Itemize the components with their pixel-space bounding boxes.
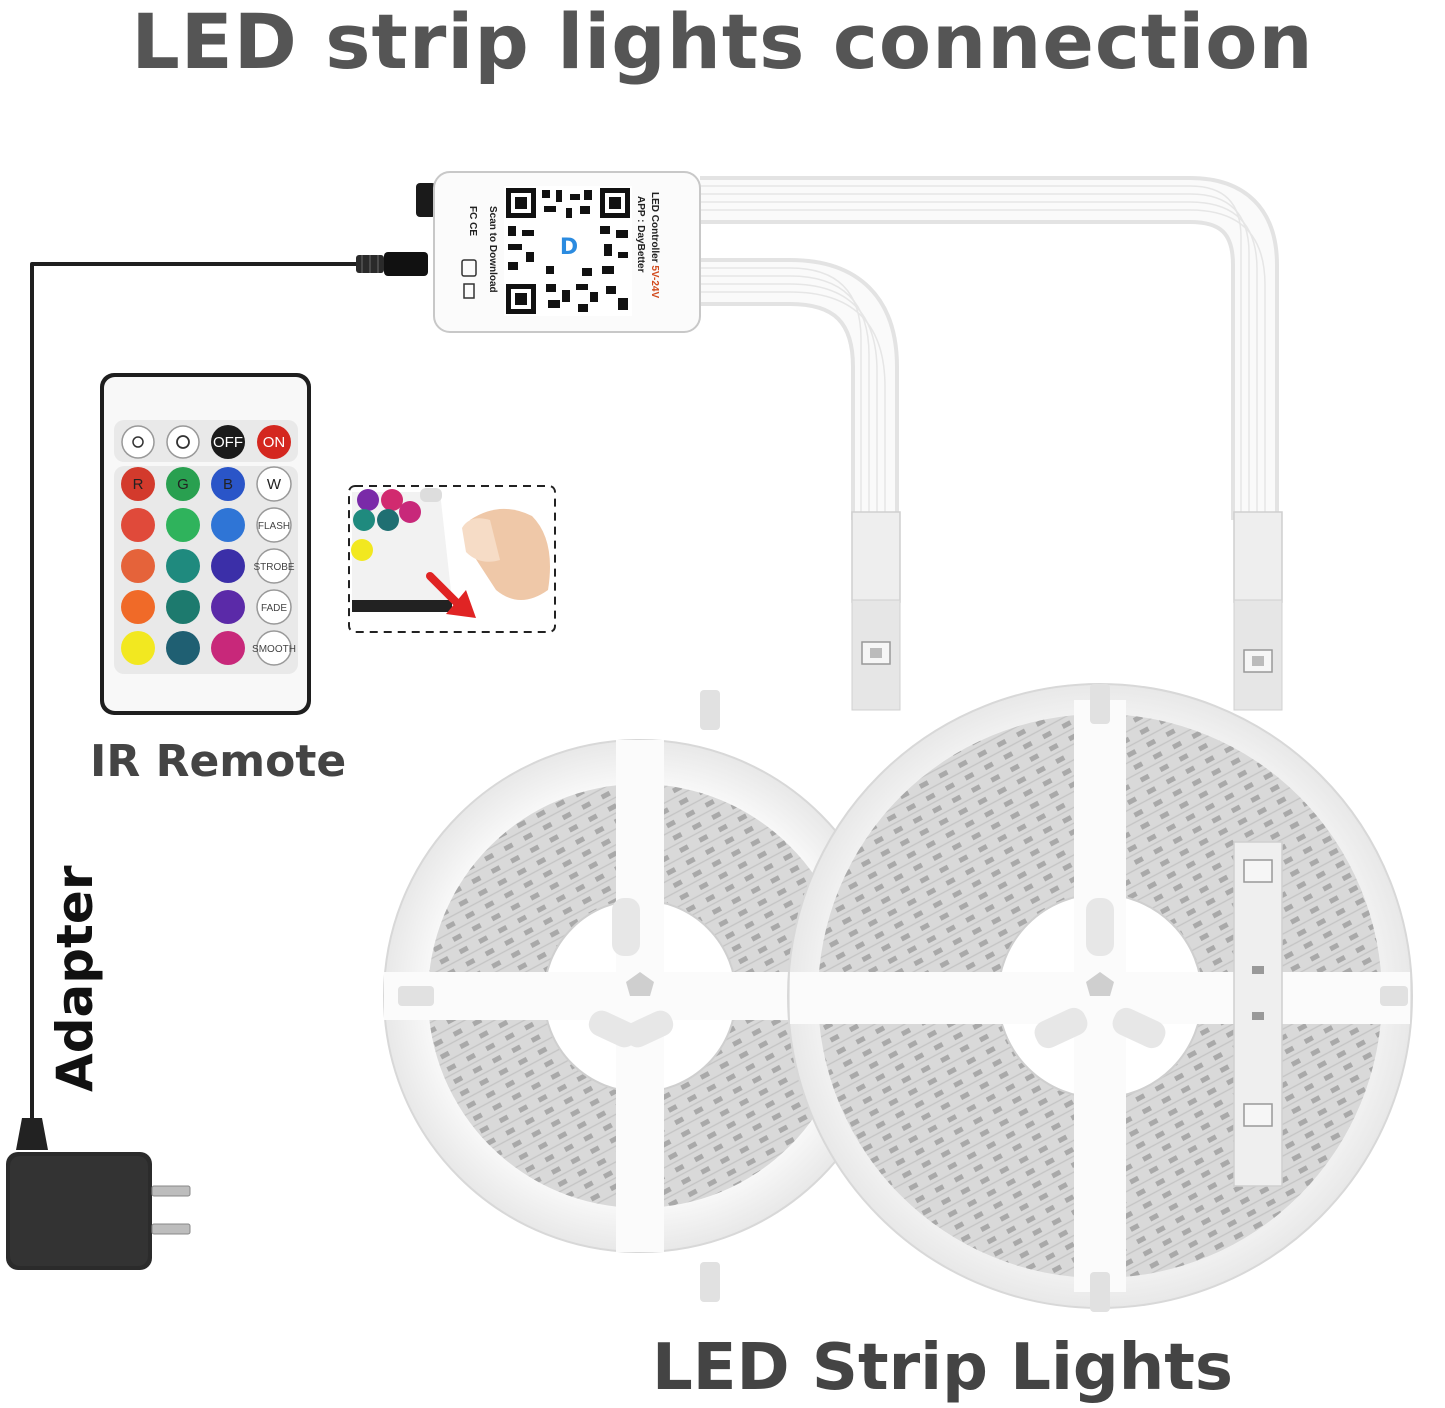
strobe-button-label: STROBE bbox=[253, 562, 294, 573]
battery-tab-inset bbox=[348, 485, 556, 633]
ir-remote: OFF ON R G B W FLASH STROBE FADE SMOOTH bbox=[100, 373, 311, 715]
red-button[interactable] bbox=[121, 467, 155, 501]
dc-plug bbox=[356, 252, 428, 276]
led-controller: D LED Controller 5V-24V APP : DayBetter … bbox=[416, 171, 701, 333]
blue-button[interactable] bbox=[211, 467, 245, 501]
led-strip-lights-label: LED Strip Lights bbox=[652, 1331, 1233, 1405]
ir-remote-label: IR Remote bbox=[90, 736, 346, 787]
color-button[interactable] bbox=[121, 508, 155, 542]
sun-icon bbox=[132, 436, 144, 448]
brightness-down-button[interactable] bbox=[121, 425, 155, 459]
smooth-button[interactable] bbox=[256, 630, 292, 666]
ribbon-cable-right bbox=[700, 176, 1279, 520]
color-button[interactable] bbox=[211, 631, 245, 665]
qr-center-logo: D bbox=[560, 235, 578, 260]
white-button[interactable] bbox=[256, 466, 292, 502]
strip-lead-right bbox=[1233, 511, 1283, 711]
qr-code: D bbox=[504, 186, 632, 316]
power-adapter bbox=[6, 1118, 191, 1270]
off-button[interactable] bbox=[211, 425, 245, 459]
fade-button-label: FADE bbox=[261, 603, 287, 614]
flash-button[interactable] bbox=[256, 507, 292, 543]
color-button[interactable] bbox=[166, 590, 200, 624]
green-button-label: G bbox=[177, 476, 189, 493]
color-button[interactable] bbox=[166, 549, 200, 583]
adapter-label: Adapter bbox=[46, 865, 104, 1092]
ir-receiver bbox=[416, 183, 436, 217]
color-button[interactable] bbox=[121, 590, 155, 624]
white-button-label: W bbox=[267, 476, 282, 493]
strip-lead-left bbox=[851, 511, 901, 711]
bin-icon bbox=[463, 283, 475, 299]
color-button[interactable] bbox=[121, 631, 155, 665]
controller-cert-marks: FC CE bbox=[467, 206, 478, 236]
strobe-button[interactable] bbox=[256, 548, 292, 584]
green-button[interactable] bbox=[166, 467, 200, 501]
controller-line2: APP : DayBetter bbox=[635, 196, 646, 273]
blue-button-label: B bbox=[223, 476, 233, 493]
led-reel-right bbox=[787, 683, 1413, 1312]
brightness-up-button[interactable] bbox=[166, 425, 200, 459]
controller-line3: Scan to Download bbox=[487, 206, 498, 293]
flash-button-label: FLASH bbox=[258, 521, 290, 532]
sun-icon bbox=[176, 435, 190, 449]
smooth-button-label: SMOOTH bbox=[252, 644, 296, 655]
ribbon-cable-left bbox=[700, 258, 899, 520]
color-button[interactable] bbox=[211, 508, 245, 542]
off-button-label: OFF bbox=[213, 434, 243, 451]
controller-line1: LED Controller 5V-24V bbox=[649, 192, 660, 298]
recycle-icon bbox=[461, 259, 477, 277]
on-button[interactable] bbox=[257, 425, 291, 459]
on-button-label: ON bbox=[263, 434, 286, 451]
color-button[interactable] bbox=[166, 631, 200, 665]
page-title: LED strip lights connection bbox=[131, 0, 1314, 86]
color-button[interactable] bbox=[211, 549, 245, 583]
pull-arrow-icon bbox=[426, 572, 462, 608]
red-button-label: R bbox=[133, 476, 144, 493]
arrow-head-icon bbox=[446, 590, 476, 618]
fade-button[interactable] bbox=[256, 589, 292, 625]
led-reel-left bbox=[383, 690, 897, 1302]
color-button[interactable] bbox=[211, 590, 245, 624]
color-button[interactable] bbox=[121, 549, 155, 583]
adapter-cable bbox=[30, 262, 428, 1120]
color-button[interactable] bbox=[166, 508, 200, 542]
